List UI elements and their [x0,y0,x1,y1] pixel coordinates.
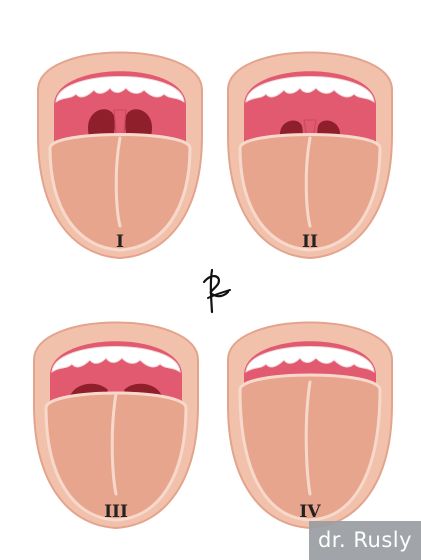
open-mouth-drawing [30,20,210,260]
open-mouth-drawing [220,20,400,260]
class-label: III [102,502,130,522]
open-mouth-drawing [220,290,400,530]
signature-mark [198,262,234,318]
watermark-label: dr. Rusly [309,521,421,560]
class-label: IV [296,502,324,522]
open-mouth-drawing [26,290,206,530]
mouth-panel-1: I [30,20,210,260]
mouth-panel-3: III [26,290,206,530]
class-label: II [296,232,324,252]
mouth-panel-4: IV [220,290,400,530]
class-label: I [106,232,134,252]
signature-drawing [198,262,234,318]
mouth-panel-2: II [220,20,400,260]
